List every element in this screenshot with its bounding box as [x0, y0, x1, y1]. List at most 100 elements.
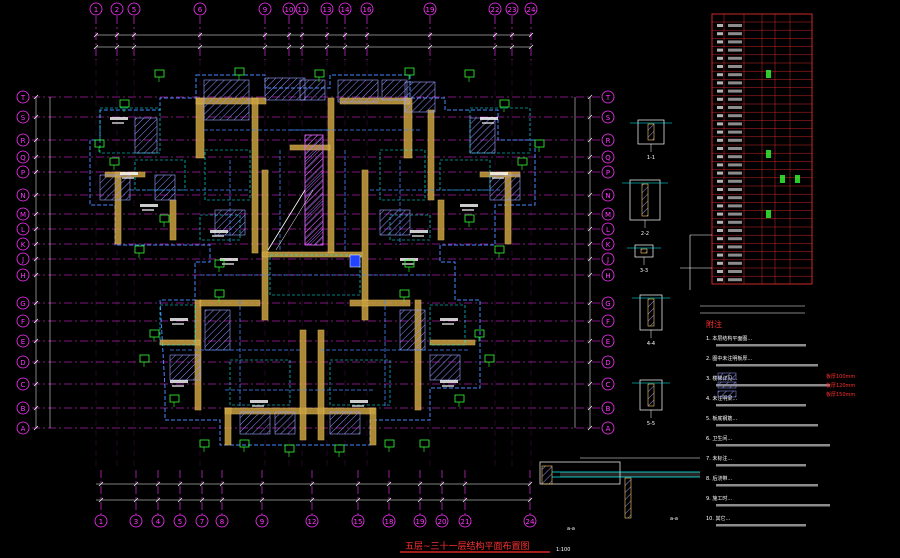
- axis-bubble-top-5: 5: [127, 2, 141, 16]
- svg-text:E: E: [21, 338, 25, 346]
- axis-bubble-left-H: H: [16, 268, 30, 282]
- svg-text:9: 9: [260, 518, 264, 526]
- note-line: 4. 未注明梁...: [706, 395, 738, 402]
- axis-bubble-left-C: C: [16, 377, 30, 391]
- svg-text:S: S: [21, 114, 26, 122]
- svg-text:C: C: [606, 381, 611, 389]
- axis-bubble-bottom-1: 1: [94, 514, 108, 528]
- svg-text:2: 2: [115, 6, 119, 14]
- note-line: 2. 图中未注明板厚...: [706, 355, 753, 362]
- axis-bubble-left-T: T: [16, 90, 30, 104]
- svg-text:9: 9: [263, 6, 267, 14]
- legend-label: 板厚150mm: [826, 391, 855, 398]
- note-line: 8. 后浇带...: [706, 475, 733, 482]
- axis-bubble-left-N: N: [16, 188, 30, 202]
- axis-bubble-left-Q: Q: [16, 150, 30, 164]
- axis-bubble-bottom-18: 18: [382, 514, 396, 528]
- svg-text:J: J: [21, 256, 24, 264]
- axis-bubble-bottom-12: 12: [305, 514, 319, 528]
- axis-bubble-right-S: S: [601, 110, 615, 124]
- axis-bubble-bottom-15: 15: [351, 514, 365, 528]
- axis-bubble-right-N: N: [601, 188, 615, 202]
- svg-text:T: T: [20, 94, 26, 102]
- axis-bubble-right-P: P: [601, 165, 615, 179]
- section-label: 1-1: [647, 155, 655, 161]
- svg-text:A: A: [21, 425, 26, 433]
- svg-text:K: K: [21, 241, 26, 249]
- axis-bubble-top-24: 24: [524, 2, 538, 16]
- axis-bubble-top-1: 1: [89, 2, 103, 16]
- axis-bubble-top-2: 2: [110, 2, 124, 16]
- axis-bubble-left-D: D: [16, 355, 30, 369]
- axis-bubble-left-E: E: [16, 334, 30, 348]
- section-details: 1-12-23-34-45-5a-aa-a: [539, 119, 700, 532]
- svg-text:J: J: [606, 256, 609, 264]
- title-block: 五层~三十一层结构平面布置图 1:100: [400, 540, 570, 553]
- svg-text:E: E: [606, 338, 610, 346]
- axis-bubble-right-L: L: [601, 222, 615, 236]
- svg-text:G: G: [20, 300, 25, 308]
- svg-text:B: B: [21, 405, 26, 413]
- note-line: 7. 未标注...: [706, 455, 733, 462]
- drawing-title: 五层~三十一层结构平面布置图: [405, 540, 530, 552]
- notes-heading: 附注: [706, 319, 722, 329]
- axis-bubble-right-J: J: [601, 252, 615, 266]
- axis-bubble-bottom-20: 20: [435, 514, 449, 528]
- axis-bubble-right-H: H: [601, 268, 615, 282]
- svg-text:5: 5: [132, 6, 136, 14]
- axis-bubble-bottom-24: 24: [523, 514, 537, 528]
- svg-text:19: 19: [416, 518, 425, 526]
- axis-bubble-bottom-4: 4: [151, 514, 165, 528]
- section-label: a-a: [670, 516, 678, 522]
- svg-text:23: 23: [508, 6, 517, 14]
- svg-text:M: M: [605, 211, 611, 219]
- axis-bubble-right-F: F: [601, 314, 615, 328]
- svg-text:11: 11: [298, 6, 307, 14]
- svg-text:1: 1: [94, 6, 98, 14]
- axis-bubble-top-11: 11: [295, 2, 309, 16]
- axis-bubble-left-G: G: [16, 296, 30, 310]
- svg-text:C: C: [21, 381, 26, 389]
- floor-plan: [89, 67, 545, 457]
- section-label: 3-3: [640, 268, 648, 274]
- svg-text:24: 24: [527, 6, 536, 14]
- legend-label: 板厚100mm: [826, 373, 855, 380]
- axis-bubble-bottom-7: 7: [195, 514, 209, 528]
- note-line: 1. 本层结构平面图...: [706, 335, 753, 342]
- legend-label: 板厚120mm: [826, 382, 855, 389]
- svg-text:21: 21: [461, 518, 470, 526]
- column-schedule-table: [680, 13, 813, 314]
- note-line: 9. 施工时...: [706, 495, 733, 502]
- svg-text:L: L: [606, 226, 610, 234]
- svg-text:20: 20: [438, 518, 447, 526]
- axis-bubble-top-10: 10: [282, 2, 296, 16]
- svg-text:N: N: [20, 192, 25, 200]
- axis-bubble-top-9: 9: [258, 2, 272, 16]
- svg-text:D: D: [20, 359, 25, 367]
- svg-text:16: 16: [363, 6, 372, 14]
- svg-text:13: 13: [323, 6, 332, 14]
- axis-bubble-bottom-19: 19: [413, 514, 427, 528]
- svg-text:7: 7: [200, 518, 204, 526]
- svg-text:14: 14: [341, 6, 350, 14]
- svg-text:N: N: [605, 192, 610, 200]
- axis-bubble-right-K: K: [601, 237, 615, 251]
- section-label: 5-5: [647, 421, 655, 427]
- svg-text:P: P: [606, 169, 610, 177]
- svg-text:6: 6: [198, 6, 203, 14]
- axis-bubble-top-19: 19: [423, 2, 437, 16]
- svg-text:5: 5: [178, 518, 182, 526]
- svg-text:A: A: [606, 425, 611, 433]
- axis-bubble-right-M: M: [601, 207, 615, 221]
- axis-bubble-left-L: L: [16, 222, 30, 236]
- svg-text:3: 3: [134, 518, 138, 526]
- svg-text:G: G: [605, 300, 610, 308]
- axis-bubble-top-6: 6: [193, 2, 207, 16]
- section-label: a-a: [567, 526, 575, 532]
- axis-bubble-left-K: K: [16, 237, 30, 251]
- axis-bubble-right-C: C: [601, 377, 615, 391]
- drawing-scale: 1:100: [556, 547, 570, 553]
- note-line: 5. 板底钢筋...: [706, 415, 738, 422]
- svg-text:18: 18: [385, 518, 394, 526]
